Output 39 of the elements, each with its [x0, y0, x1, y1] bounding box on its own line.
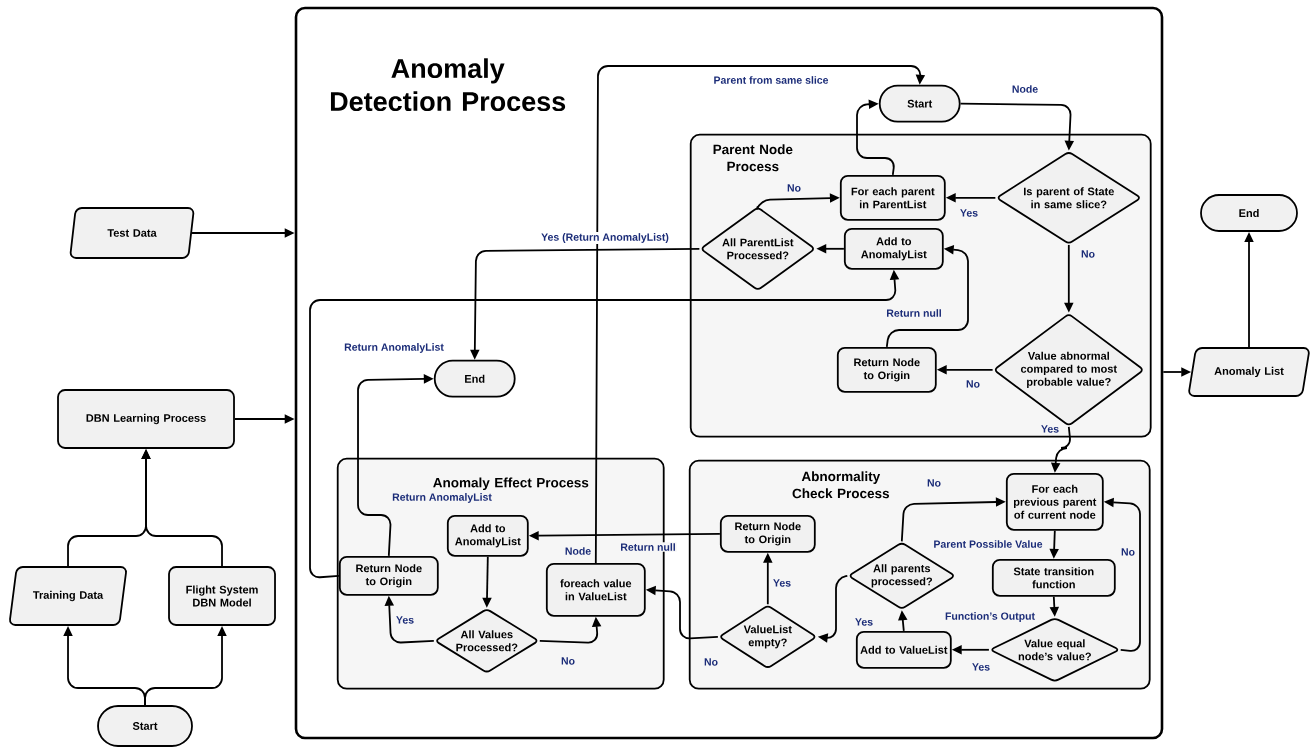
process-box: Flight System DBN Model: [168, 566, 276, 626]
process-box: State transition function: [991, 558, 1116, 597]
edge-label: No: [965, 379, 981, 389]
edge-label: No: [786, 183, 802, 193]
edge-label: Yes: [1039, 424, 1061, 434]
edge-label: Yes: [853, 617, 875, 627]
process-box: For each parent in ParentList: [839, 174, 946, 221]
edge-label: Yes: [970, 662, 992, 672]
data-parallelogram: Training Data: [9, 566, 127, 626]
edge-label: Return AnomalyList: [343, 342, 445, 354]
edge-label: No: [1120, 547, 1136, 557]
edge-label: Yes: [394, 615, 416, 625]
edge-label: Return null: [619, 542, 677, 552]
edge-label: No: [703, 657, 719, 667]
process-box: foreach value in ValueList: [545, 562, 646, 617]
process-box: Return Node to Origin: [338, 555, 439, 596]
edge-label: Yes: [958, 208, 980, 218]
data-parallelogram: Anomaly List: [1188, 347, 1310, 397]
arrow: [594, 65, 926, 564]
data-parallelogram: Test Data: [69, 207, 195, 259]
terminal-oval: Start: [97, 705, 193, 747]
edge-label: Return AnomalyList: [391, 492, 493, 504]
edge-label: Return null: [885, 308, 943, 318]
flow-label: Node: [565, 547, 591, 555]
edge-label: Parent from same slice: [712, 75, 830, 85]
edge-label: No: [1080, 249, 1096, 259]
edge-label: Yes (Return AnomalyList): [540, 232, 670, 244]
process-box: Add to AnomalyList: [843, 227, 944, 270]
edge-label: No: [926, 478, 942, 488]
process-box: DBN Learning Process: [57, 389, 235, 449]
process-box: Return Node to Origin: [719, 514, 816, 553]
edge-label: No: [560, 656, 576, 666]
process-box: Add to ValueList: [855, 630, 952, 669]
terminal-oval: End: [1200, 194, 1298, 232]
process-box: For each previous parent of current node: [1005, 472, 1104, 531]
process-box: Add to AnomalyList: [446, 514, 529, 557]
edge-label: Yes: [771, 578, 793, 588]
process-box: Return Node to Origin: [836, 346, 937, 393]
edge-label: Node: [1010, 84, 1040, 94]
